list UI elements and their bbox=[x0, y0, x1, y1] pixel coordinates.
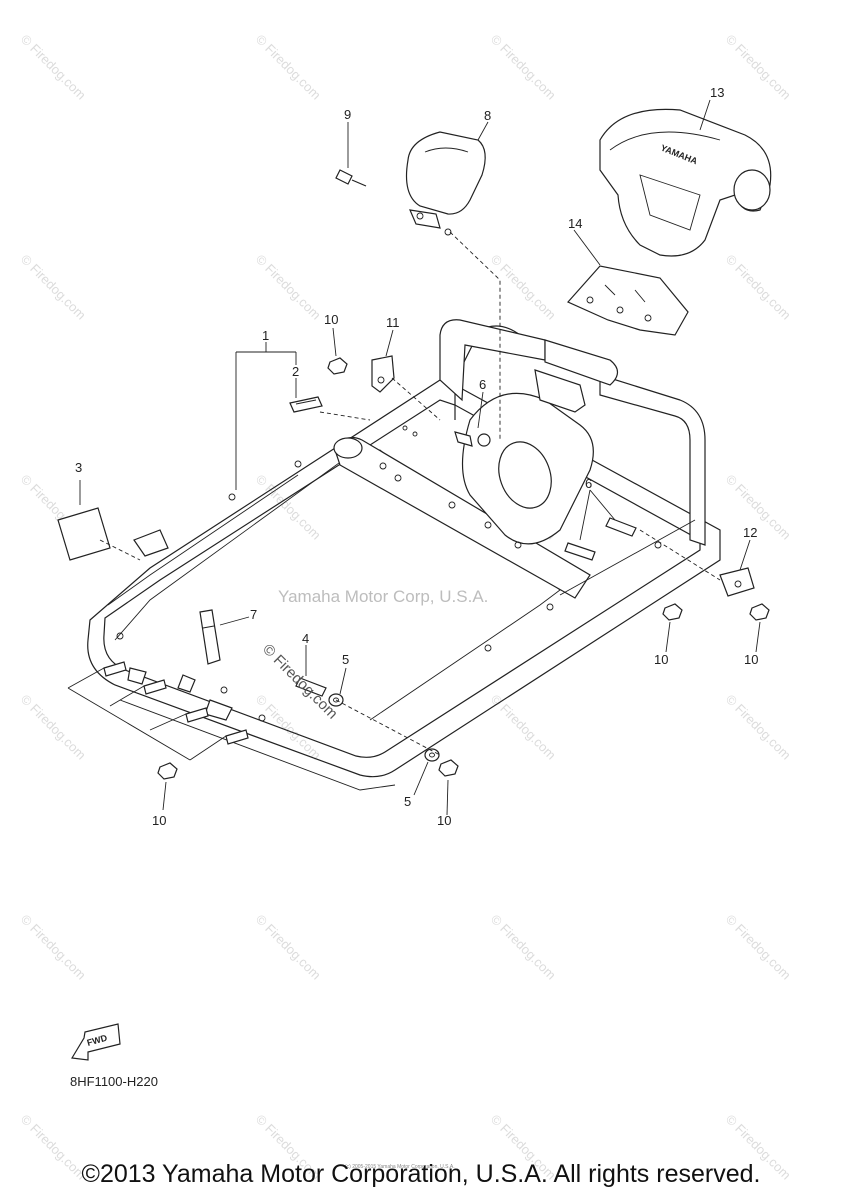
tile-watermark: © Firedog.com bbox=[18, 912, 89, 983]
part-5-washers bbox=[328, 693, 440, 762]
tile-watermark: © Firedog.com bbox=[723, 32, 794, 103]
callout-10e: 10 bbox=[437, 813, 451, 828]
tile-watermark: © Firedog.com bbox=[253, 252, 324, 323]
callout-13: 13 bbox=[710, 85, 724, 100]
callout-14: 14 bbox=[568, 216, 582, 231]
part-13-cowl: YAMAHA bbox=[599, 108, 772, 257]
front-studs bbox=[103, 661, 249, 745]
part-8-cover bbox=[405, 131, 486, 236]
callout-7: 7 bbox=[250, 607, 257, 622]
small-copyright: (c) 2005-2015 Yamaha Motor Corporation, … bbox=[345, 1164, 455, 1170]
part-12-clip bbox=[719, 567, 755, 597]
callout-10d: 10 bbox=[152, 813, 166, 828]
callout-10c: 10 bbox=[744, 652, 758, 667]
callout-9: 9 bbox=[344, 107, 351, 122]
part-9-screw bbox=[335, 169, 367, 187]
callout-6b: 6 bbox=[585, 476, 592, 491]
leader-lines bbox=[67, 99, 761, 816]
tile-watermark: © Firedog.com bbox=[723, 252, 794, 323]
part-4-bolt bbox=[295, 677, 327, 697]
tile-watermark: © Firedog.com bbox=[253, 912, 324, 983]
callout-6a: 6 bbox=[479, 377, 486, 392]
callout-10b: 10 bbox=[654, 652, 668, 667]
callout-8: 8 bbox=[484, 108, 491, 123]
part-7-strap bbox=[199, 609, 221, 665]
part-10-nuts bbox=[157, 357, 770, 780]
tile-watermark: © Firedog.com bbox=[723, 912, 794, 983]
part-6-bolts bbox=[454, 431, 637, 561]
part-code: 8HF1100-H220 bbox=[70, 1074, 158, 1089]
part-14-bracket-plate bbox=[567, 265, 689, 336]
part-2-clip bbox=[289, 396, 323, 413]
tile-watermark: © Firedog.com bbox=[253, 32, 324, 103]
callout-3: 3 bbox=[75, 460, 82, 475]
callout-5a: 5 bbox=[342, 652, 349, 667]
tile-watermark: © Firedog.com bbox=[488, 912, 559, 983]
kart-frame bbox=[87, 319, 721, 791]
tile-watermark: © Firedog.com bbox=[488, 32, 559, 103]
callout-1: 1 bbox=[262, 328, 269, 343]
callout-labels: 1 2 3 4 5 5 6 6 7 8 9 10 10 10 10 10 11 … bbox=[75, 85, 758, 828]
part-11-clip bbox=[371, 355, 395, 393]
callout-4: 4 bbox=[302, 631, 309, 646]
callout-10a: 10 bbox=[324, 312, 338, 327]
fwd-arrow-icon: FWD bbox=[71, 1023, 121, 1061]
part-3-label bbox=[57, 507, 111, 561]
tile-watermark: © Firedog.com bbox=[488, 692, 559, 763]
footer-copyright: ©2013 Yamaha Motor Corporation, U.S.A. A… bbox=[81, 1160, 761, 1188]
center-watermark: Yamaha Motor Corp, U.S.A. bbox=[278, 587, 488, 606]
tile-watermark: © Firedog.com bbox=[18, 32, 89, 103]
tile-watermark: © Firedog.com bbox=[723, 692, 794, 763]
tile-watermark: © Firedog.com bbox=[18, 252, 89, 323]
callout-5b: 5 bbox=[404, 794, 411, 809]
tile-watermark: © Firedog.com bbox=[488, 252, 559, 323]
tile-watermark: © Firedog.com bbox=[723, 472, 794, 543]
callout-12: 12 bbox=[743, 525, 757, 540]
tile-watermark: © Firedog.com bbox=[18, 692, 89, 763]
callout-11: 11 bbox=[386, 315, 400, 330]
callout-2: 2 bbox=[292, 364, 299, 379]
